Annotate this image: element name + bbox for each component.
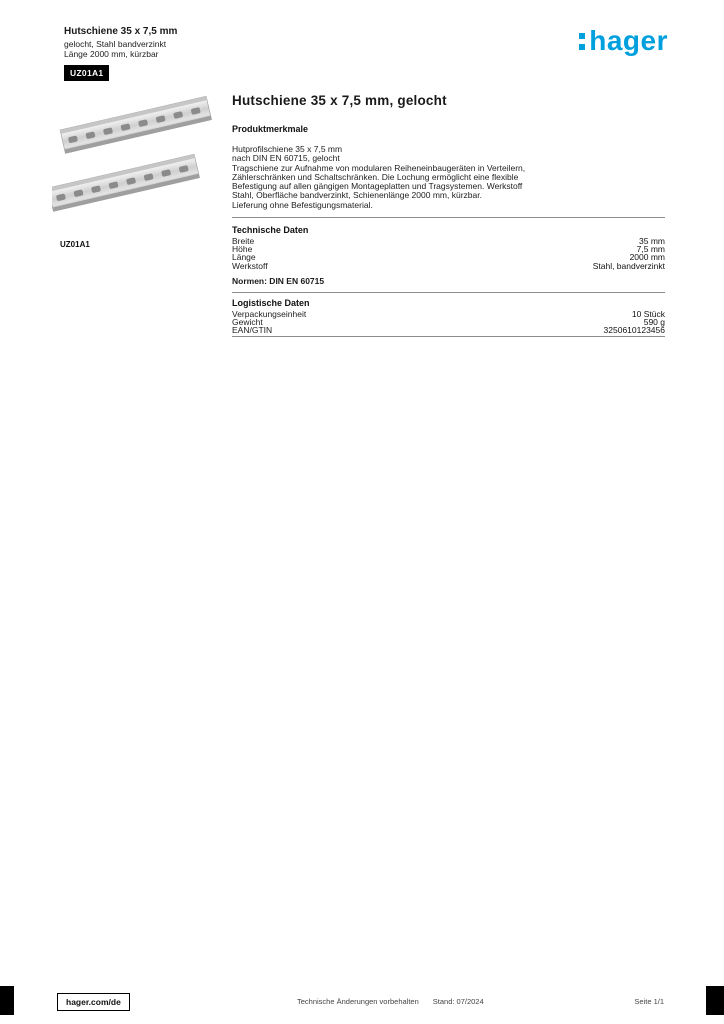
- footer-date: Stand: 07/2024: [432, 997, 484, 1006]
- crop-mark-left: [0, 986, 14, 1015]
- description-line: nach DIN EN 60715, gelocht: [232, 153, 340, 164]
- table-row: Länge 2000 mm: [232, 252, 665, 263]
- product-image: [47, 90, 214, 225]
- website-link[interactable]: hager.com/de: [57, 993, 130, 1011]
- spec-value: 10 Stück: [631, 309, 665, 319]
- standards-note: Normen: DIN EN 60715: [232, 276, 325, 286]
- footer-disclaimer: Technische Änderungen vorbehalten: [297, 997, 419, 1006]
- logo-colon-icon: [579, 32, 586, 50]
- description-line: Tragschiene zur Aufnahme von modularen R…: [232, 162, 526, 173]
- description-line: Befestigung auf allen gängigen Montagepl…: [232, 181, 523, 192]
- logo-wordmark: hager: [589, 25, 668, 56]
- din-rail-illustration: [47, 95, 212, 212]
- tech-rows: Breite 35 mm Höhe 7,5 mm Länge 2000 mm W…: [232, 237, 665, 270]
- table-row: Verpackungseinheit 10 Stück: [232, 309, 665, 319]
- header-product-name: Hutschiene 35 x 7,5 mm: [64, 26, 178, 37]
- spec-label: Höhe: [232, 244, 253, 255]
- table-row: EAN/GTIN 3250610123456: [232, 325, 665, 336]
- table-row: Breite 35 mm: [232, 236, 665, 246]
- footer-center-text: Technische Änderungen vorbehalten Stand:…: [297, 997, 484, 1006]
- hager-logo: hager: [579, 22, 668, 60]
- page-title: Hutschiene 35 x 7,5 mm, gelocht: [232, 93, 447, 108]
- spec-value: 3250610123456: [603, 325, 665, 336]
- crop-mark-right: [706, 986, 724, 1015]
- spec-value: 2000 mm: [629, 252, 665, 263]
- section-divider: [232, 217, 665, 218]
- section-divider: [232, 292, 665, 293]
- table-row: Höhe 7,5 mm: [232, 244, 665, 255]
- image-reference-caption: UZ01A1: [60, 240, 90, 249]
- spec-label: Breite: [232, 236, 255, 246]
- reference-badge: UZ01A1: [64, 64, 110, 82]
- description-line: Stahl, Oberfläche bandverzinkt, Schienen…: [232, 190, 482, 201]
- spec-label: EAN/GTIN: [232, 325, 273, 336]
- description-block: Hutprofilschiene 35 x 7,5 mm nach DIN EN…: [232, 144, 665, 210]
- description-section-header: Produktmerkmale: [232, 124, 309, 134]
- spec-value: 7,5 mm: [636, 244, 665, 255]
- spec-label: Werkstoff: [232, 260, 268, 271]
- header-product-block: Hutschiene 35 x 7,5 mm gelocht, Stahl ba…: [64, 26, 177, 82]
- spec-value: 590 g: [643, 317, 665, 328]
- spec-label: Länge: [232, 252, 256, 263]
- section-divider: [232, 336, 665, 337]
- description-line: Hutprofilschiene 35 x 7,5 mm: [232, 144, 343, 154]
- header-product-sub1: gelocht, Stahl bandverzinkt: [64, 38, 167, 49]
- description-line: Lieferung ohne Befestigungsmaterial.: [232, 199, 373, 210]
- description-line: Zählerschränken und Schaltschränken. Die…: [232, 171, 519, 182]
- spec-label: Gewicht: [232, 317, 263, 328]
- header-product-sub2: Länge 2000 mm, kürzbar: [64, 49, 159, 60]
- logistics-rows: Verpackungseinheit 10 Stück Gewicht 590 …: [232, 310, 665, 335]
- tech-section-header: Technische Daten: [232, 225, 309, 235]
- table-row: Gewicht 590 g: [232, 317, 665, 328]
- spec-value: Stahl, bandverzinkt: [592, 260, 665, 271]
- table-row: Werkstoff Stahl, bandverzinkt: [232, 260, 665, 271]
- page-number: Seite 1/1: [634, 997, 664, 1006]
- spec-value: 35 mm: [639, 236, 665, 246]
- spec-label: Verpackungseinheit: [232, 309, 307, 319]
- logistics-section-header: Logistische Daten: [232, 298, 310, 308]
